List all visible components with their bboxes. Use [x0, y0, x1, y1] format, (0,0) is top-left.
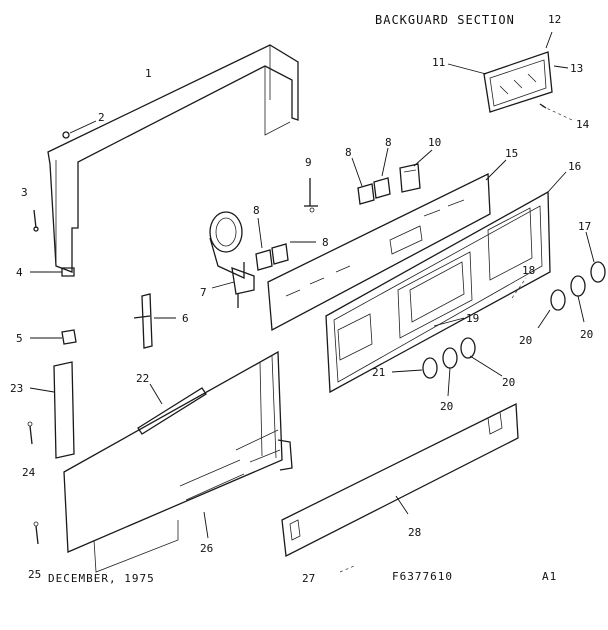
callout-12: 12 — [548, 13, 561, 26]
part-clip-4 — [30, 267, 75, 277]
callout-1: 1 — [145, 67, 152, 80]
callout-17: 17 — [578, 220, 591, 233]
callout-3: 3 — [21, 186, 28, 199]
part-backguard-frame — [47, 44, 299, 273]
callout-8-c: 8 — [345, 146, 352, 159]
part-screw-24 — [27, 421, 33, 445]
callout-27: 27 — [302, 572, 315, 585]
part-bracket-6 — [133, 293, 176, 349]
callout-20-d: 20 — [440, 400, 453, 413]
part-screw-25 — [33, 521, 39, 545]
callout-22: 22 — [136, 372, 149, 385]
part-bracket-5 — [30, 329, 77, 345]
callout-20-c: 20 — [502, 376, 515, 389]
part-screw-3 — [33, 209, 39, 232]
callout-16: 16 — [568, 160, 581, 173]
callout-24: 24 — [22, 466, 36, 479]
callout-15: 15 — [505, 147, 518, 160]
part-screw-27 — [339, 565, 355, 573]
part-trim-22 — [137, 383, 207, 435]
part-screw-9 — [304, 178, 318, 213]
callout-7: 7 — [200, 286, 207, 299]
part-screw-2 — [62, 120, 97, 139]
callout-8-a: 8 — [253, 204, 260, 217]
callout-11: 11 — [432, 56, 445, 69]
part-19 — [433, 317, 465, 327]
callout-20-a: 20 — [519, 334, 532, 347]
callout-21: 21 — [372, 366, 385, 379]
part-knob-20-group — [391, 275, 586, 397]
part-knob-17 — [585, 231, 606, 283]
part-18 — [511, 277, 527, 299]
part-switch-8-upper — [351, 147, 391, 205]
part-control-panel-15 — [267, 159, 507, 332]
callout-10: 10 — [428, 136, 441, 149]
callout-6: 6 — [182, 312, 189, 325]
callout-5: 5 — [16, 332, 23, 345]
callout-4: 4 — [16, 266, 23, 279]
callout-14: 14 — [576, 118, 590, 131]
callout-2: 2 — [98, 111, 105, 124]
footer-drawing-number: F6377610 — [392, 570, 453, 583]
callout-19: 19 — [466, 312, 479, 325]
part-side-strip-23 — [29, 361, 75, 459]
callout-28: 28 — [408, 526, 421, 539]
callout-26: 26 — [200, 542, 213, 555]
part-26 — [203, 511, 209, 539]
part-trim-28 — [281, 402, 519, 558]
callout-25: 25 — [28, 568, 41, 581]
callout-23: 23 — [10, 382, 23, 395]
callout-18: 18 — [522, 264, 535, 277]
part-escutcheon-16 — [325, 171, 567, 394]
part-backguard-panel — [63, 350, 293, 573]
footer-sheet: A1 — [542, 570, 557, 583]
callout-13: 13 — [570, 62, 583, 75]
footer-date: DECEMBER, 1975 — [48, 572, 155, 585]
part-switch-10 — [399, 149, 433, 193]
diagram-title: BACKGUARD SECTION — [375, 13, 515, 27]
callout-8-b: 8 — [322, 236, 329, 249]
callout-8-d: 8 — [385, 136, 392, 149]
callout-20-b: 20 — [580, 328, 593, 341]
part-switch-8-lower — [255, 217, 316, 271]
callout-9: 9 — [305, 156, 312, 169]
part-clock-lens — [447, 31, 569, 113]
part-timer-7 — [209, 211, 255, 308]
part-screw-14 — [539, 103, 573, 121]
